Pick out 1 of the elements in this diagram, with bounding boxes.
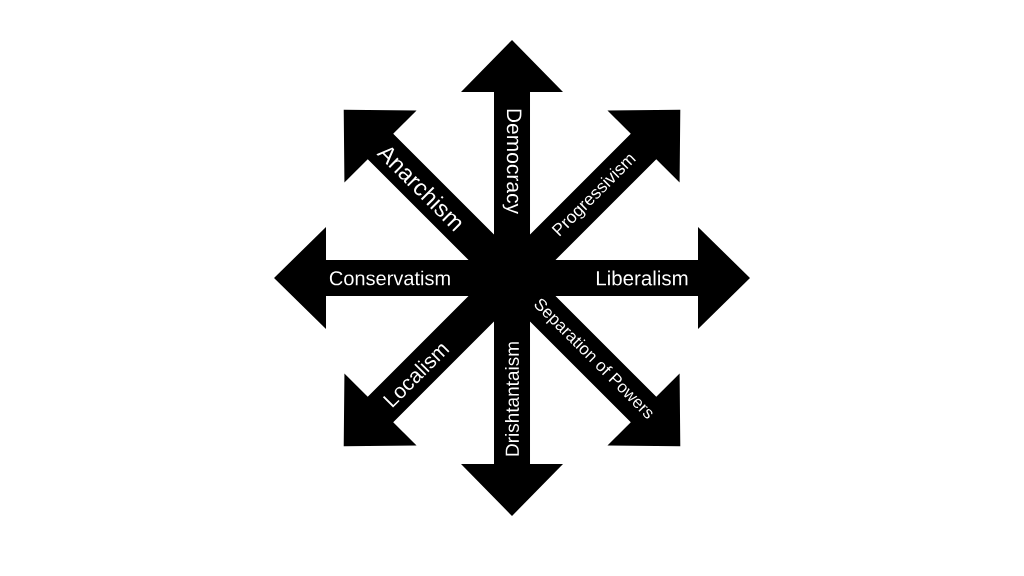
node-label: Democracy bbox=[502, 109, 522, 215]
